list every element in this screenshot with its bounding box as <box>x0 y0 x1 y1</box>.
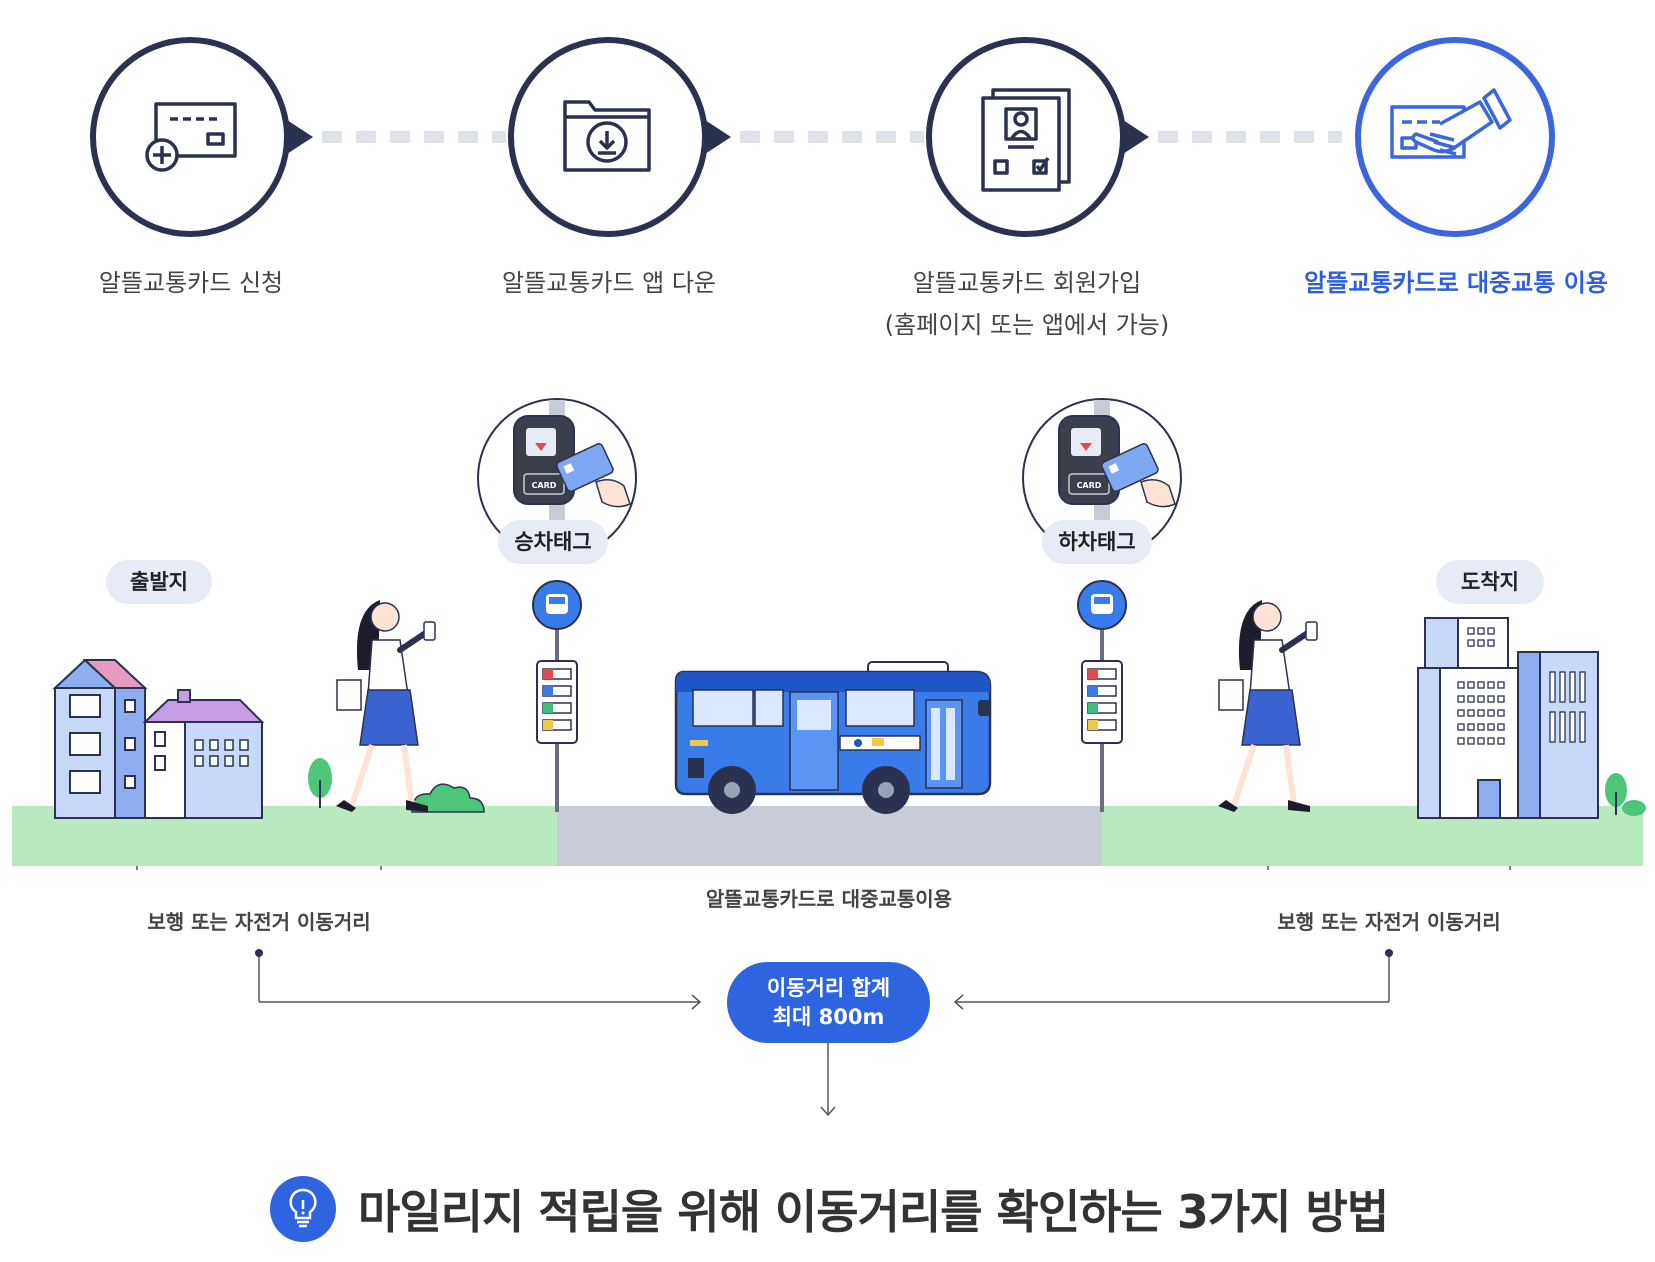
pedestrian-right <box>1218 600 1318 812</box>
card-add-icon <box>145 102 237 172</box>
step-2-label: 알뜰교통카드 앱 다운 <box>502 269 716 297</box>
bus <box>674 661 992 814</box>
step-1-label: 알뜰교통카드 신청 <box>98 269 284 297</box>
alight-tag-label: 하차태그 <box>1042 520 1152 564</box>
lightbulb-icon <box>270 1176 336 1242</box>
walk-distance-left: 보행 또는 자전거 이동거리 <box>147 910 371 934</box>
brackets <box>136 866 1511 870</box>
methods-heading-text: 마일리지 적립을 위해 이동거리를 확인하는 3가지 방법 <box>358 1185 1389 1239</box>
board-tag-label: 승차태그 <box>498 520 608 564</box>
step-flow <box>90 37 1555 237</box>
alight-card-reader-label: CARD <box>1077 481 1102 490</box>
step-connectors <box>322 131 1342 143</box>
tree-left <box>308 758 332 808</box>
total-distance-badge: 이동거리 합계 최대 800m <box>727 962 930 1043</box>
total-distance-line1: 이동거리 합계 <box>766 975 891 1000</box>
transit-usage-label: 알뜰교통카드로 대중교통이용 <box>705 887 953 911</box>
distance-arrows <box>255 949 1393 1117</box>
bush-left <box>411 783 485 813</box>
board-card-reader-label: CARD <box>532 481 557 490</box>
alight-card-reader: CARD <box>1022 398 1182 558</box>
origin-buildings <box>52 658 265 819</box>
bus-stop-right <box>1077 580 1127 812</box>
methods-heading: 마일리지 적립을 위해 이동거리를 확인하는 3가지 방법 <box>270 1176 1389 1242</box>
walk-distance-right: 보행 또는 자전거 이동거리 <box>1277 910 1501 934</box>
origin-label: 출발지 <box>106 560 212 604</box>
tree-right <box>1605 773 1646 816</box>
destination-label: 도착지 <box>1436 560 1544 604</box>
step-3-label: 알뜰교통카드 회원가입 <box>912 269 1142 297</box>
card-hand-icon <box>1390 88 1512 159</box>
board-card-reader: CARD <box>477 398 637 558</box>
bus-stop-left <box>532 580 582 812</box>
step-3-sublabel: (홈페이지 또는 앱에서 가능) <box>884 311 1170 339</box>
total-distance-line2: 최대 800m <box>772 1004 885 1029</box>
transit-scene: CARD CARD <box>12 398 1646 870</box>
destination-buildings <box>1417 617 1599 819</box>
member-form-icon <box>981 88 1071 192</box>
road <box>557 806 1102 866</box>
pedestrian-left <box>336 600 436 812</box>
folder-download-icon <box>563 100 651 172</box>
step-4-label: 알뜰교통카드로 대중교통 이용 <box>1304 269 1608 297</box>
